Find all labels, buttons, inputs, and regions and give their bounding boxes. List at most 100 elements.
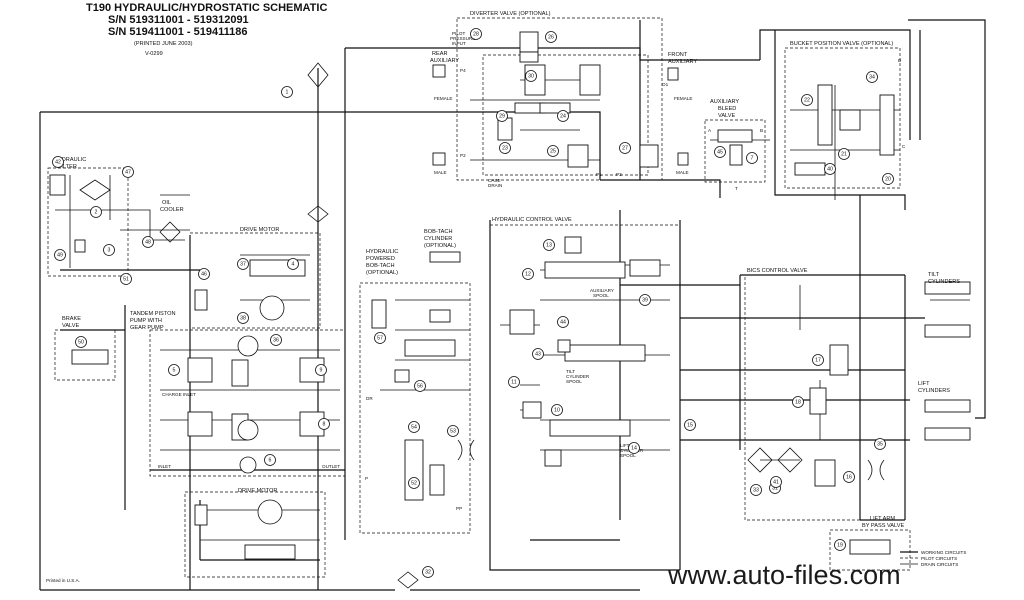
callout-13: 13 — [543, 239, 555, 251]
port-o1: O1 — [662, 82, 669, 87]
callout-53: 53 — [447, 425, 459, 437]
label-male-right: MALE — [676, 170, 689, 175]
callout-number: 48 — [145, 239, 151, 245]
label-oil-cooler-1: OIL — [162, 200, 171, 206]
title: T190 HYDRAULIC/HYDROSTATIC SCHEMATIC — [86, 2, 327, 14]
label-tilt-cyl-1: TILT — [928, 272, 940, 278]
callout-number: 2 — [95, 209, 98, 215]
callout-8: 8 — [318, 418, 330, 430]
label-oil-cooler-2: COOLER — [160, 207, 184, 213]
callout-14: 14 — [628, 442, 640, 454]
callout-number: 52 — [411, 480, 417, 486]
callout-17: 17 — [812, 354, 824, 366]
callout-number: 26 — [548, 34, 554, 40]
callout-52: 52 — [408, 477, 420, 489]
callout-23: 23 — [499, 142, 511, 154]
callout-circle — [318, 418, 330, 430]
callout-circle — [551, 404, 563, 416]
legend-working: WORKING CIRCUITS — [921, 550, 966, 555]
port-c: C — [902, 144, 906, 149]
callout-circle — [198, 268, 210, 280]
callout-number: 35 — [877, 441, 883, 447]
callout-circle — [90, 206, 102, 218]
callout-circle — [120, 273, 132, 285]
callout-circle — [237, 258, 249, 270]
port-p2: P2 — [460, 153, 466, 158]
label-aux-bleed-3: VALVE — [718, 113, 735, 119]
callout-number: 10 — [554, 407, 560, 413]
drive-motor-bottom-box — [184, 491, 326, 578]
label-tandem-1: TANDEM PISTON — [130, 311, 175, 317]
callout-number: 51 — [123, 276, 129, 282]
callout-circle — [75, 336, 87, 348]
callout-number: 44 — [560, 319, 566, 325]
watermark: www.auto-files.com — [667, 560, 901, 590]
callout-19: 19 — [834, 539, 846, 551]
callout-number: 47 — [125, 169, 131, 175]
callout-30: 30 — [525, 70, 537, 82]
label-aux-bleed-2: BLEED — [718, 106, 736, 112]
port-b: B — [760, 128, 763, 133]
callout-41: 41 — [770, 476, 782, 488]
callout-57: 57 — [374, 332, 386, 344]
callout-number: 13 — [546, 242, 552, 248]
serial-range-1: S/N 519311001 - 519312091 — [108, 14, 249, 26]
callout-number: 8 — [323, 421, 326, 427]
callout-circle — [882, 173, 894, 185]
callout-circle — [52, 156, 64, 168]
callout-circle — [801, 94, 813, 106]
label-bypass-1: LIFT ARM — [870, 516, 895, 522]
callout-circle — [408, 421, 420, 433]
label-diverter-valve: DIVERTER VALVE (OPTIONAL) — [470, 11, 551, 17]
callout-32: 32 — [422, 566, 434, 578]
label-bucket-position: BUCKET POSITION VALVE (OPTIONAL) — [790, 41, 893, 47]
label-pilot-1: PILOT — [452, 31, 465, 36]
callout-circle — [422, 566, 434, 578]
label-front-aux-1: FRONT — [668, 52, 688, 58]
callout-number: 11 — [511, 379, 516, 385]
callouts: 1234567891011121314151617181920212223242… — [52, 28, 894, 578]
port-a: A — [708, 128, 712, 133]
callout-circle — [543, 239, 555, 251]
callout-number: 54 — [411, 424, 417, 430]
callout-number: 22 — [804, 97, 810, 103]
callout-24: 24 — [557, 110, 569, 122]
label-lift-spool-1: LIFT — [620, 443, 630, 448]
label-filter-1: HYDRAULIC — [54, 157, 86, 163]
callout-number: 4 — [292, 261, 295, 267]
callout-7: 7 — [746, 152, 758, 164]
callout-number: 43 — [535, 351, 541, 357]
callout-number: 57 — [377, 335, 383, 341]
callout-37: 37 — [237, 258, 249, 270]
callout-circle — [122, 166, 134, 178]
callout-number: 3 — [108, 247, 111, 253]
port-p4: P4 — [460, 68, 466, 73]
callout-29: 29 — [496, 110, 508, 122]
port-pp: PP — [456, 506, 462, 511]
hyd-bobtach-box — [359, 282, 471, 534]
label-bobtach-cyl-1: BOB-TACH — [424, 229, 453, 235]
callout-number: 21 — [841, 151, 847, 157]
callout-26: 26 — [545, 31, 557, 43]
callout-12: 12 — [522, 268, 534, 280]
label-lift-spool-3: SPOOL — [620, 453, 636, 458]
callout-54: 54 — [408, 421, 420, 433]
callout-number: 30 — [528, 73, 534, 79]
callout-circle — [499, 142, 511, 154]
callout-11: 11 — [508, 376, 520, 388]
label-tandem-2: PUMP WITH — [130, 318, 162, 324]
callout-number: 56 — [417, 383, 423, 389]
callout-circle — [750, 484, 762, 496]
label-case-2: DRAIN — [488, 183, 502, 188]
callout-number: 17 — [815, 357, 821, 363]
callout-circle — [557, 316, 569, 328]
callout-46: 46 — [198, 268, 210, 280]
callout-51: 51 — [120, 273, 132, 285]
label-male-left: MALE — [434, 170, 447, 175]
label-printed-usa: Printed in U.S.A. — [46, 578, 80, 583]
callout-number: 27 — [622, 145, 628, 151]
callout-3: 3 — [103, 244, 115, 256]
callout-number: 53 — [450, 428, 456, 434]
callout-number: 41 — [773, 479, 779, 485]
